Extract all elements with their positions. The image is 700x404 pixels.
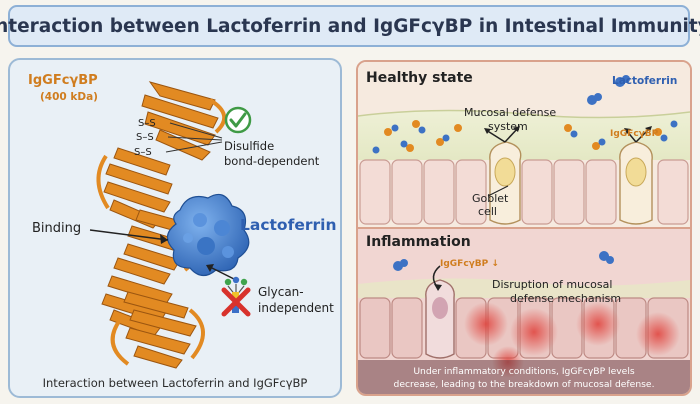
mucosal-label-line1: Mucosal defense [464,106,556,119]
binding-illustration: IgGFcγBP (400 kDa) S–S S–S S–S Disulfide… [28,73,336,369]
state-panel: Healthy state Lactoferrin Mucosal defens… [356,60,692,396]
title-banner: Interaction between Lactoferrin and IgGF… [0,5,700,47]
goblet-label-line1: Goblet [472,192,509,205]
inflamed-igg-label: IgGFcγBP ↓ [440,259,499,269]
healthy-section: Healthy state Lactoferrin Mucosal defens… [358,62,690,228]
disulfide-bond-2: S–S [136,132,154,143]
disulfide-label-line2: bond-dependent [224,154,320,168]
inflamed-goblet-cell [425,279,455,359]
healthy-igg-label: IgGFcγBP [610,129,659,139]
binding-arrow-icon [89,229,169,244]
inflammation-spots [464,302,680,378]
inflammation-section: Inflammation IgGFcγBP ↓ Disruption of mu… [358,229,690,394]
page-title: Interaction between Lactoferrin and IgGF… [0,15,700,37]
goblet-cell-1 [489,141,522,225]
inflammation-caption-line1: Under inflammatory conditions, IgGFcγBP … [413,366,635,377]
inflammation-caption-line2: decrease, leading to the breakdown of mu… [394,379,655,390]
protein-name: IgGFcγBP [28,73,98,88]
inflammation-arrow-icon [432,265,442,291]
binding-label: Binding [32,221,81,236]
mucus-molecules [372,120,678,154]
inflammation-title: Inflammation [366,234,471,250]
healthy-lactoferrin-label: Lactoferrin [612,75,677,87]
lactoferrin-molecule [166,193,250,277]
disulfide-bond-1: S–S [138,118,156,129]
glycan-label-line2: independent [258,301,334,315]
cross-icon [221,287,251,317]
left-caption: Interaction between Lactoferrin and IgGF… [42,376,308,390]
inflamed-lactoferrin [393,251,614,271]
binding-panel: IgGFcγBP (400 kDa) S–S S–S S–S Disulfide… [8,58,342,398]
glycan-icon [224,276,248,313]
glycan-label-line1: Glycan- [258,285,304,299]
check-circle-icon [224,106,252,134]
disulfide-bond-3: S–S [134,147,152,158]
healthy-title: Healthy state [366,70,473,86]
secretion-arrows [485,127,651,143]
state-illustration: Healthy state Lactoferrin Mucosal defens… [358,62,690,394]
goblet-cell-2 [619,141,653,225]
disruption-label-line1: Disruption of mucosal [492,278,612,291]
protein-size: (400 kDa) [40,91,98,103]
lactoferrin-label: Lactoferrin [240,216,336,234]
glycan-arrow-icon [206,264,237,281]
mucosal-label-line2: system [488,120,528,133]
goblet-label-line2: cell [478,205,497,218]
lactoferrin-floating [587,75,630,105]
disulfide-bonds: S–S S–S S–S [134,118,223,158]
disruption-label-line2: defense mechanism [510,292,621,305]
healthy-epithelium [359,159,689,225]
disulfide-label-line1: Disulfide [224,139,274,153]
